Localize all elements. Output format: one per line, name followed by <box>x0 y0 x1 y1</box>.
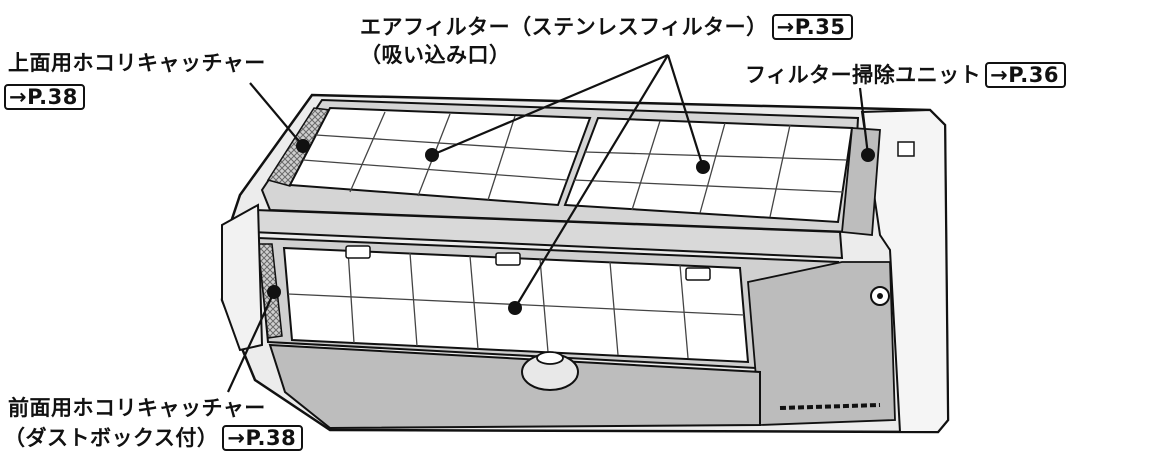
dot-front-dust <box>267 285 281 299</box>
top-dust-catcher-page-ref[interactable]: →P.38 <box>4 84 85 110</box>
left-end-cap <box>221 203 264 352</box>
front-dust-catcher-page-ref[interactable]: →P.38 <box>222 425 304 451</box>
label-filter-cleaning-unit: フィルター掃除ユニット→P.36 <box>745 62 1066 88</box>
leader-cleaning-unit <box>858 87 870 156</box>
air-filter-subtitle: （吸い込み口） <box>360 43 511 67</box>
label-front-dust-catcher: 前面用ホコリキャッチャー <box>8 395 266 421</box>
filter-cleaning-unit-page-ref[interactable]: →P.36 <box>985 62 1066 88</box>
leader-front-dust <box>227 291 275 393</box>
mechanism-panel <box>747 261 896 426</box>
dot-filter-left <box>425 148 439 162</box>
leader-air-filter-1 <box>431 53 669 157</box>
leader-air-filter-2 <box>666 54 705 168</box>
side-switch <box>897 141 915 157</box>
leader-top-dust <box>249 82 304 147</box>
callout-dots <box>267 139 875 315</box>
air-filter-page-ref[interactable]: →P.35 <box>771 14 853 40</box>
label-air-filter: エアフィルター（ステンレスフィルター）→P.35 <box>360 14 853 40</box>
leader-air-filter-3 <box>514 54 669 309</box>
dot-top-dust <box>296 139 310 153</box>
label-front-dust-catcher-sub: （ダストボックス付）→P.38 <box>4 425 304 451</box>
front-dust-catcher-subtitle: （ダストボックス付） <box>4 426 219 450</box>
top-dust-catcher-title: 上面用ホコリキャッチャー <box>8 51 266 75</box>
filter-cleaning-unit-title: フィルター掃除ユニット <box>745 63 982 87</box>
label-top-dust-catcher-ref: →P.38 <box>4 84 85 110</box>
front-dust-catcher-title: 前面用ホコリキャッチャー <box>8 396 266 420</box>
label-air-filter-sub: （吸い込み口） <box>360 42 511 68</box>
air-filter-title: エアフィルター（ステンレスフィルター） <box>360 15 768 39</box>
dot-cleaning-unit <box>861 148 875 162</box>
dot-filter-right <box>696 160 710 174</box>
dot-filter-front <box>508 301 522 315</box>
leader-lines <box>227 53 870 393</box>
top-filter-left <box>288 106 592 207</box>
right-side-panel <box>860 108 950 433</box>
lower-front-panel <box>268 343 761 430</box>
filter-clips <box>345 245 711 281</box>
label-top-dust-catcher: 上面用ホコリキャッチャー <box>8 50 266 76</box>
